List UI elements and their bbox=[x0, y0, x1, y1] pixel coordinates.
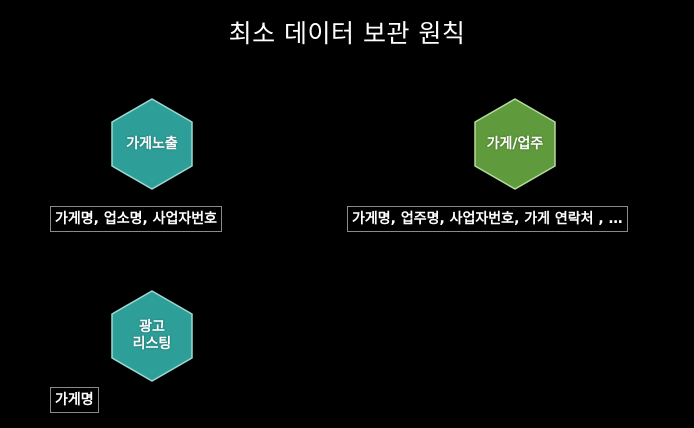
node-ad-listing: 광고 리스팅 bbox=[110, 289, 194, 383]
hexagon-shape bbox=[111, 290, 193, 382]
hexagon-shape bbox=[111, 98, 193, 190]
node-label-line: 리스팅 bbox=[132, 336, 172, 352]
node-label-line: 가게노출 bbox=[126, 135, 178, 152]
diagram-title: 최소 데이터 보관 원칙 bbox=[228, 19, 466, 48]
node-label: 가게노출 bbox=[110, 97, 194, 191]
node-store-owner: 가게/업주 bbox=[473, 97, 557, 191]
node-ad-listing-fields: 가게명 bbox=[50, 387, 99, 413]
hexagon-shape bbox=[474, 98, 556, 190]
node-store-owner-fields: 가게명, 업주명, 사업자번호, 가게 연락처 , … bbox=[347, 206, 628, 232]
node-label-line: 광고 bbox=[139, 319, 165, 335]
node-label: 가게/업주 bbox=[473, 97, 557, 191]
node-store-exposure: 가게노출 bbox=[110, 97, 194, 191]
node-label: 광고 리스팅 bbox=[110, 289, 194, 383]
node-store-exposure-fields: 가게명, 업소명, 사업자번호 bbox=[50, 206, 223, 232]
node-label-line: 가게/업주 bbox=[486, 135, 544, 152]
